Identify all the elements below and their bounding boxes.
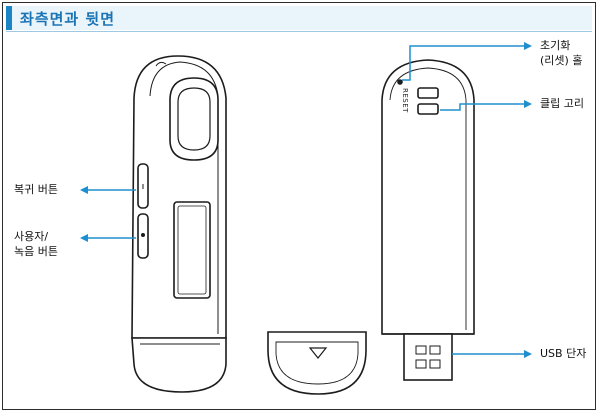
label-clip-ring: 클립 고리 [540, 97, 584, 110]
page-title: 좌측면과 뒷면 [20, 10, 116, 28]
callout-reset-hole [402, 42, 532, 81]
device-back-view [381, 59, 475, 381]
clip-ring-lower [417, 103, 439, 115]
reset-hole [397, 79, 403, 85]
title-bar: 좌측면과 뒷면 [6, 6, 592, 30]
triangle-down-icon [308, 347, 328, 359]
label-reset-line2: (리셋) 홀 [540, 54, 583, 67]
diagram-frame [2, 2, 596, 410]
label-usb-terminal: USB 단자 [540, 347, 587, 360]
title-rule [6, 31, 592, 32]
usb-connector [403, 333, 453, 381]
label-back-button: 복귀 버튼 [14, 183, 58, 196]
label-user-record-line1: 사용자/ [14, 230, 49, 243]
label-reset-line1: 초기화 [540, 39, 571, 52]
callout-clip-ring [440, 100, 532, 111]
back-body [381, 59, 475, 335]
clip-ring-upper [417, 87, 439, 99]
side-body-inner-edge [149, 61, 219, 334]
device-side-view [131, 55, 227, 393]
callout-lines [80, 42, 532, 358]
side-cap [131, 337, 227, 393]
title-accent-bar [6, 6, 12, 30]
usb-cap [267, 331, 367, 395]
reset-engraving: RESET [401, 88, 409, 113]
label-user-record-line2: 녹음 버튼 [14, 245, 58, 258]
